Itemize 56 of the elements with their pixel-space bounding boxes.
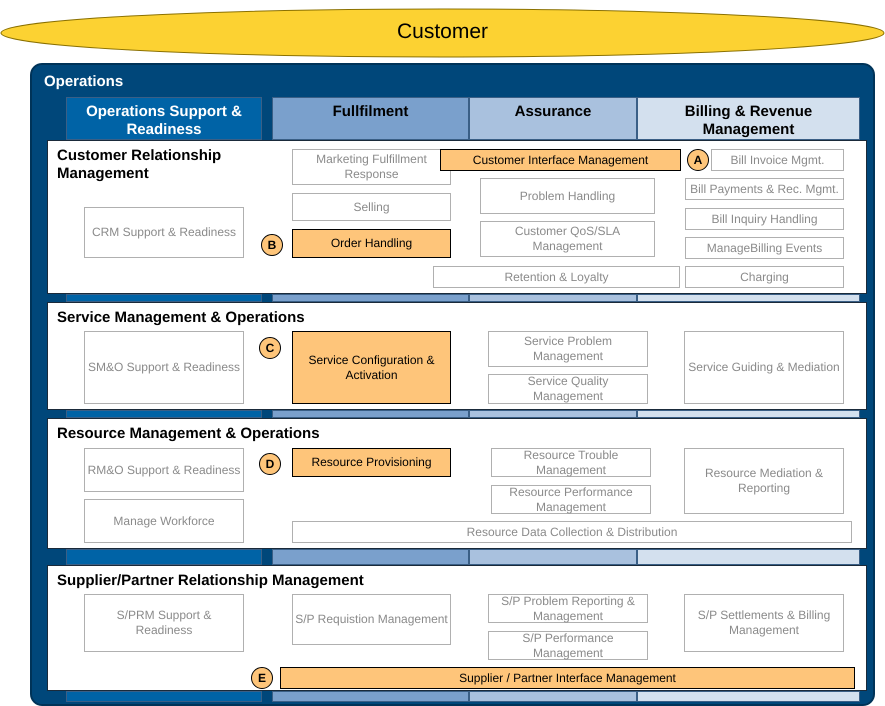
process-box: Resource Mediation & Reporting xyxy=(684,448,844,514)
process-box: Selling xyxy=(292,193,451,221)
highlighted-process-box: Supplier / Partner Interface Management xyxy=(280,667,855,689)
process-box: Customer QoS/SLA Management xyxy=(480,221,655,257)
process-box: Manage Workforce xyxy=(84,499,244,543)
process-box: Service Quality Management xyxy=(488,374,648,404)
highlighted-process-box: Service Configuration & Activation xyxy=(292,331,451,404)
layer-heading: Service Management & Operations xyxy=(57,309,305,327)
process-box: RM&O Support & Readiness xyxy=(84,448,244,492)
column-heading: Operations Support & Readiness xyxy=(85,103,243,139)
process-box: Resource Data Collection & Distribution xyxy=(292,521,852,543)
process-box: Service Problem Management xyxy=(488,331,648,367)
customer-ellipse xyxy=(0,8,885,58)
process-box: Bill Inquiry Handling xyxy=(685,208,844,230)
process-box: Bill Payments & Rec. Mgmt. xyxy=(685,178,844,200)
layer-heading: Resource Management & Operations xyxy=(57,425,320,443)
process-box: Retention & Loyalty xyxy=(433,266,680,288)
process-box: S/P Requistion Management xyxy=(292,594,451,645)
process-box: CRM Support & Readiness xyxy=(84,207,244,258)
column-heading: Fullfilment xyxy=(332,103,410,121)
process-column xyxy=(272,97,469,140)
process-box: Service Guiding & Mediation xyxy=(684,331,844,404)
process-box: Bill Invoice Mgmt. xyxy=(711,149,844,171)
process-column xyxy=(637,97,860,140)
callout-letter: C xyxy=(259,337,281,359)
callout-letter: E xyxy=(251,667,273,689)
process-column xyxy=(469,97,637,140)
callout-letter: B xyxy=(261,234,283,256)
process-box: Resource Trouble Management xyxy=(491,448,651,477)
column-heading: Assurance xyxy=(514,103,592,121)
process-box: Problem Handling xyxy=(480,178,655,214)
process-box: ManageBilling Events xyxy=(685,237,844,259)
process-box: Resource Performance Management xyxy=(491,485,651,514)
operations-panel xyxy=(30,63,875,706)
process-layer xyxy=(47,418,867,549)
callout-letter: D xyxy=(259,453,281,475)
process-layer xyxy=(47,140,867,294)
callout-letter: A xyxy=(687,149,709,171)
highlighted-process-box: Order Handling xyxy=(292,229,451,258)
panel-heading: Operations xyxy=(44,73,124,90)
process-box: S/P Problem Reporting & Management xyxy=(488,594,648,623)
process-box: SM&O Support & Readiness xyxy=(84,331,244,404)
highlighted-process-box: Customer Interface Management xyxy=(440,149,681,171)
column-heading: Billing & Revenue Management xyxy=(684,103,814,139)
node-label: Customer xyxy=(396,20,490,44)
process-box: Marketing Fulfillment Response xyxy=(292,149,451,185)
process-column xyxy=(66,97,262,140)
process-layer xyxy=(47,302,867,410)
process-layer xyxy=(47,565,867,691)
layer-heading: Customer Relationship Management xyxy=(57,147,222,183)
layer-heading: Supplier/Partner Relationship Management xyxy=(57,572,364,590)
highlighted-process-box: Resource Provisioning xyxy=(292,448,451,477)
process-box: S/PRM Support & Readiness xyxy=(84,594,244,652)
process-box: Charging xyxy=(685,266,844,288)
process-box: S/P Settlements & Billing Management xyxy=(684,594,844,652)
process-box: S/P Performance Management xyxy=(488,631,648,660)
